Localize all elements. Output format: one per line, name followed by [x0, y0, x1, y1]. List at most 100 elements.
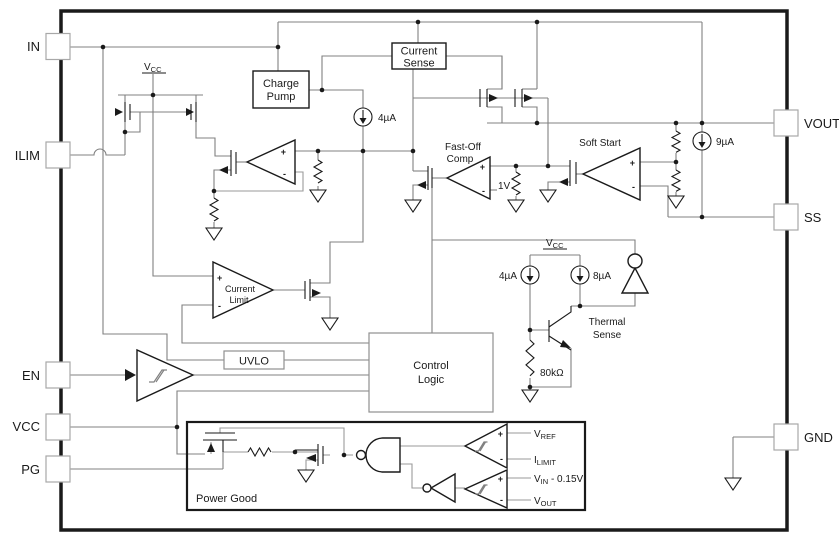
uvlo-block	[223, 350, 285, 370]
comp1-minus: -	[500, 454, 503, 464]
pin-ilim	[45, 141, 71, 169]
pin-in	[45, 32, 71, 61]
pin-label-vout: VOUT	[804, 116, 839, 131]
en-input-arrow	[125, 369, 136, 381]
current-sense-label-1: Current	[401, 46, 438, 58]
fast-off-comp-amp	[445, 155, 491, 201]
pin-gnd	[773, 423, 799, 451]
pg-pmos-arrow	[207, 443, 215, 452]
current-source-4ua-bias	[520, 265, 540, 285]
power-good-block	[185, 420, 587, 512]
vout-ref-label: VOUT	[534, 496, 557, 508]
current-limit-label-2: Limit	[229, 295, 249, 305]
current-source-4ua-gate	[353, 107, 373, 127]
current-sources	[353, 107, 712, 285]
pg-comparator-1	[463, 422, 508, 470]
nand-gate	[355, 437, 401, 473]
thermal-npn	[548, 306, 572, 351]
resistor-divider-bottom	[670, 169, 682, 192]
current-source-9ua	[692, 131, 712, 151]
vin-offset-label: VIN - 0.15V	[534, 474, 584, 486]
resistors	[208, 130, 682, 458]
main-fet-arrow	[524, 94, 533, 102]
soft-start-current-label: 9µA	[716, 137, 734, 148]
amp-polarity-marks: + - + - + - + - + - + -	[217, 147, 635, 505]
resistor-1v	[510, 171, 522, 196]
fast-off-label-1: Fast-Off	[445, 142, 481, 153]
ground-symbols	[204, 189, 743, 491]
current-limit-amp	[212, 260, 275, 320]
charge-pump-label-2: Pump	[267, 91, 296, 103]
pin-label-pg: PG	[21, 462, 40, 477]
vcc-rail-label: VCC	[144, 62, 162, 74]
pg-nmos-arrow	[306, 454, 316, 462]
resistor-ilim	[208, 197, 220, 222]
pin-label-vcc: VCC	[13, 419, 40, 434]
bias-current-1-label: 4µA	[499, 271, 517, 282]
junction-dots	[100, 19, 705, 458]
vcc-thermal-label: VCC	[546, 238, 564, 250]
components	[115, 89, 743, 510]
inverter-gate	[422, 472, 456, 504]
pin-boxes	[45, 32, 799, 483]
resistor-divider-top	[670, 130, 682, 153]
vref-label: VREF	[534, 429, 556, 441]
thermal-resistor-label: 80kΩ	[540, 368, 564, 379]
en-buffer	[136, 348, 195, 403]
power-good-label: Power Good	[196, 493, 257, 505]
current-limit-label-1: Current	[225, 284, 256, 294]
resistor-80k	[525, 339, 535, 377]
pin-ss	[773, 203, 799, 231]
pg-comparator-2	[463, 468, 508, 510]
sense-fet-arrow	[489, 94, 498, 102]
fast-off-label-2: Comp	[447, 154, 474, 165]
fast-off-ref-label: 1V	[498, 181, 511, 192]
gate-current-label: 4µA	[378, 113, 396, 124]
ic-boundary	[59, 9, 789, 532]
soft-start-amp	[581, 146, 641, 202]
comp2-plus: +	[498, 474, 503, 484]
ilim-servo-amp	[245, 138, 296, 186]
pin-label-en: EN	[22, 368, 40, 383]
uvlo-label: UVLO	[239, 356, 269, 368]
pin-vout	[773, 109, 799, 137]
ilim-amp-minus: -	[283, 169, 286, 179]
pass-fets	[479, 89, 533, 107]
pin-vcc	[45, 413, 71, 441]
comp2-minus: -	[500, 495, 503, 505]
ilim-nmos	[219, 150, 237, 176]
comp1-hysteresis-icon	[475, 441, 488, 452]
pin-label-gnd: GND	[804, 430, 833, 445]
wires	[70, 21, 774, 501]
control-logic-block	[368, 332, 494, 413]
bias-current-2-label: 8µA	[593, 271, 611, 282]
comp2-hysteresis-icon	[475, 484, 488, 495]
control-logic-label-1: Control	[413, 360, 448, 372]
pin-en	[45, 361, 71, 389]
current-limit-plus: +	[217, 273, 222, 283]
control-logic-label-2: Logic	[418, 374, 445, 386]
labels: IN ILIM EN VCC PG VOUT SS GND VCC Charge…	[13, 39, 839, 508]
charge-pump-block	[252, 70, 310, 109]
current-source-8ua-bias	[570, 265, 590, 285]
thermal-sense-label-2: Sense	[593, 330, 622, 341]
soft-start-fet	[559, 160, 577, 186]
soft-start-label: Soft Start	[579, 138, 621, 149]
current-sense-label-2: Sense	[403, 58, 434, 70]
pin-label-ss: SS	[804, 210, 822, 225]
fast-off-minus: -	[482, 186, 485, 196]
mirror-fet1-arrow	[115, 108, 123, 116]
fast-off-nmos	[417, 166, 433, 190]
pin-label-in: IN	[27, 39, 40, 54]
amplifiers	[125, 138, 641, 510]
current-limit-nmos	[304, 279, 321, 301]
blocks	[185, 42, 587, 512]
thermal-sense-label-1: Thermal	[589, 317, 626, 328]
power-good-fets	[203, 432, 324, 466]
comp1-plus: +	[498, 429, 503, 439]
ilimit-label: ILIMIT	[534, 455, 556, 467]
ilim-amp-plus: +	[281, 147, 286, 157]
charge-pump-label-1: Charge	[263, 78, 299, 90]
